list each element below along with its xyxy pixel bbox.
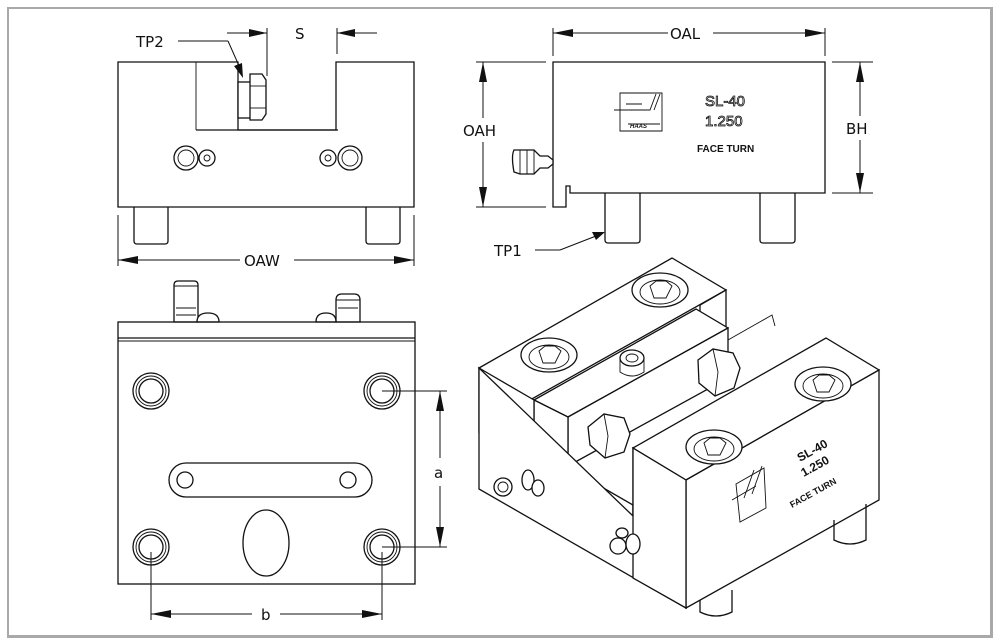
isometric-view: SL-40 1.250 FACE TURN xyxy=(477,257,881,617)
side-view: HAAS SL-40 1.250 FACE TURN OAL OAH BH xyxy=(463,25,873,260)
dim-label-oah: OAH xyxy=(463,122,496,140)
bottom-view: a b xyxy=(117,280,447,624)
haas-logo-icon: HAAS xyxy=(614,92,663,132)
dim-label-b: b xyxy=(261,606,271,624)
side-pin-left xyxy=(604,193,641,244)
iso-hex-bolts xyxy=(587,348,741,459)
bottom-fittings xyxy=(173,280,361,323)
dim-label-oal: OAL xyxy=(670,25,701,43)
grease-fitting xyxy=(511,149,554,175)
leader-label-tp1: TP1 xyxy=(493,242,522,260)
dim-label-s: S xyxy=(295,25,305,43)
front-pin-right xyxy=(365,207,401,245)
front-pin-left xyxy=(133,207,169,245)
side-body-outline xyxy=(552,61,826,208)
side-pin-right xyxy=(759,193,796,244)
bottom-slot xyxy=(168,462,373,498)
iso-grease-fittings xyxy=(493,469,641,555)
side-marking-type: FACE TURN xyxy=(697,144,754,155)
front-view: S TP2 OAW xyxy=(117,25,415,270)
side-marking-model: SL-40 xyxy=(705,93,745,110)
tp2-bolt xyxy=(237,73,267,121)
svg-text:HAAS: HAAS xyxy=(630,124,647,130)
leader-label-tp2: TP2 xyxy=(135,33,164,51)
iso-haas-logo-icon xyxy=(731,465,767,523)
iso-socket-screws xyxy=(520,272,852,465)
dim-label-bh: BH xyxy=(846,120,868,138)
bottom-plate xyxy=(117,321,416,585)
dim-label-a: a xyxy=(434,464,443,482)
front-holes xyxy=(173,145,363,171)
bottom-oval-hole xyxy=(242,509,290,577)
dim-label-oaw: OAW xyxy=(244,252,280,270)
side-marking-size: 1.250 xyxy=(705,113,743,130)
